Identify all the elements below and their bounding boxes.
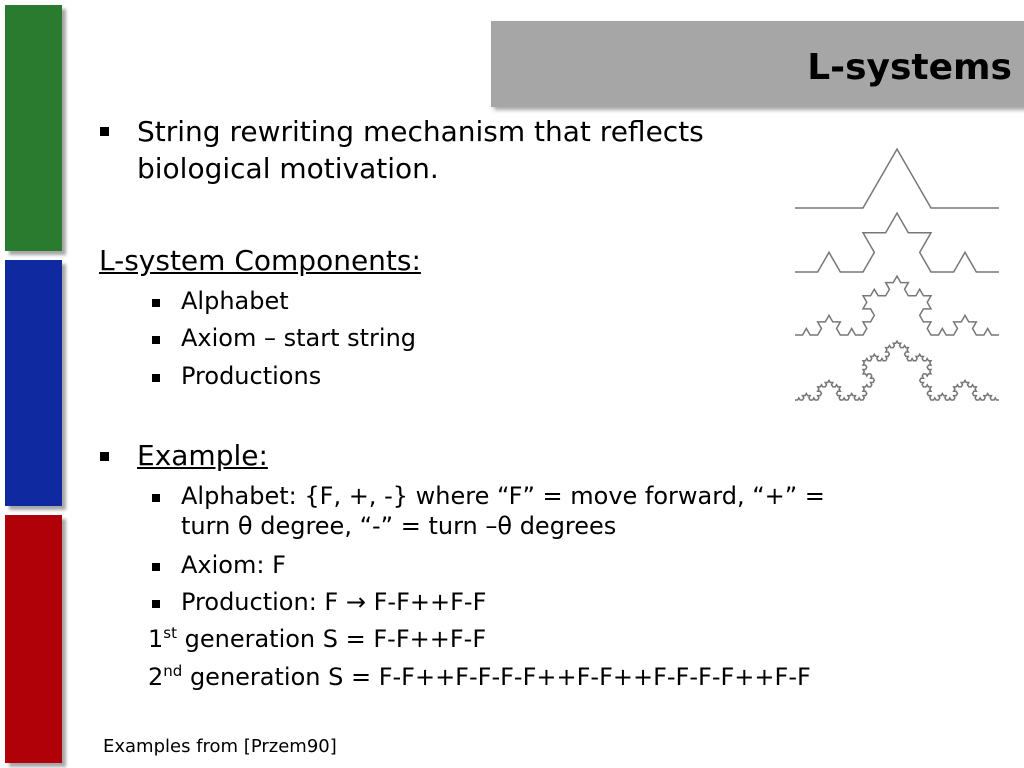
decorative-bar-green <box>5 5 62 251</box>
component-item: Alphabet <box>181 287 289 315</box>
bullet-square-icon <box>152 336 160 344</box>
bullet-square-icon <box>100 452 109 461</box>
production-prefix: Production: F <box>181 588 339 616</box>
koch-iteration-2 <box>795 211 999 273</box>
component-item: Productions <box>181 362 322 390</box>
component-item: Axiom – start string <box>181 324 417 352</box>
generation-1: 1st generation S = F-F++F-F <box>148 625 486 653</box>
koch-iteration-1 <box>795 147 999 209</box>
decorative-bar-blue <box>5 260 62 506</box>
koch-iteration-3 <box>795 274 999 336</box>
gen2-text: generation S = F-F++F-F-F-F++F-F++F-F-F-… <box>182 663 811 691</box>
example-axiom: Axiom: F <box>181 551 286 579</box>
gen2-number: 2 <box>148 663 164 691</box>
example-alphabet: Alphabet: {F, +, -} where “F” = move for… <box>181 482 825 510</box>
bullet-square-icon <box>152 299 160 307</box>
gen1-text: generation S = F-F++F-F <box>176 625 487 653</box>
arrow-icon: → <box>345 588 366 616</box>
slide-title: L-systems <box>807 47 1012 88</box>
title-box: L-systems <box>491 21 1024 107</box>
bullet-square-icon <box>152 374 160 382</box>
bullet-square-icon <box>100 127 109 136</box>
example-alphabet-continued: turn θ degree, “-” = turn –θ degrees <box>181 512 617 540</box>
production-suffix: F-F++F-F <box>373 588 487 616</box>
footer-citation: Examples from [Przem90] <box>103 736 337 757</box>
generation-2: 2nd generation S = F-F++F-F-F-F++F-F++F-… <box>148 663 811 691</box>
components-heading: L-system Components: <box>99 244 421 277</box>
example-heading: Example: <box>137 439 268 472</box>
gen1-number: 1 <box>148 625 164 653</box>
bullet-square-icon <box>152 563 160 571</box>
bullet-text: String rewriting mechanism that reflects <box>137 115 704 148</box>
decorative-bar-red <box>5 515 62 763</box>
koch-iteration-4 <box>795 339 999 401</box>
bullet-square-icon <box>152 494 160 502</box>
example-production: Production: F → F-F++F-F <box>181 588 486 616</box>
gen1-suffix: st <box>163 624 177 642</box>
bullet-text: biological motivation. <box>137 152 439 185</box>
bullet-square-icon <box>152 600 160 608</box>
gen2-suffix: nd <box>163 662 183 680</box>
koch-curve-figure <box>795 147 999 401</box>
